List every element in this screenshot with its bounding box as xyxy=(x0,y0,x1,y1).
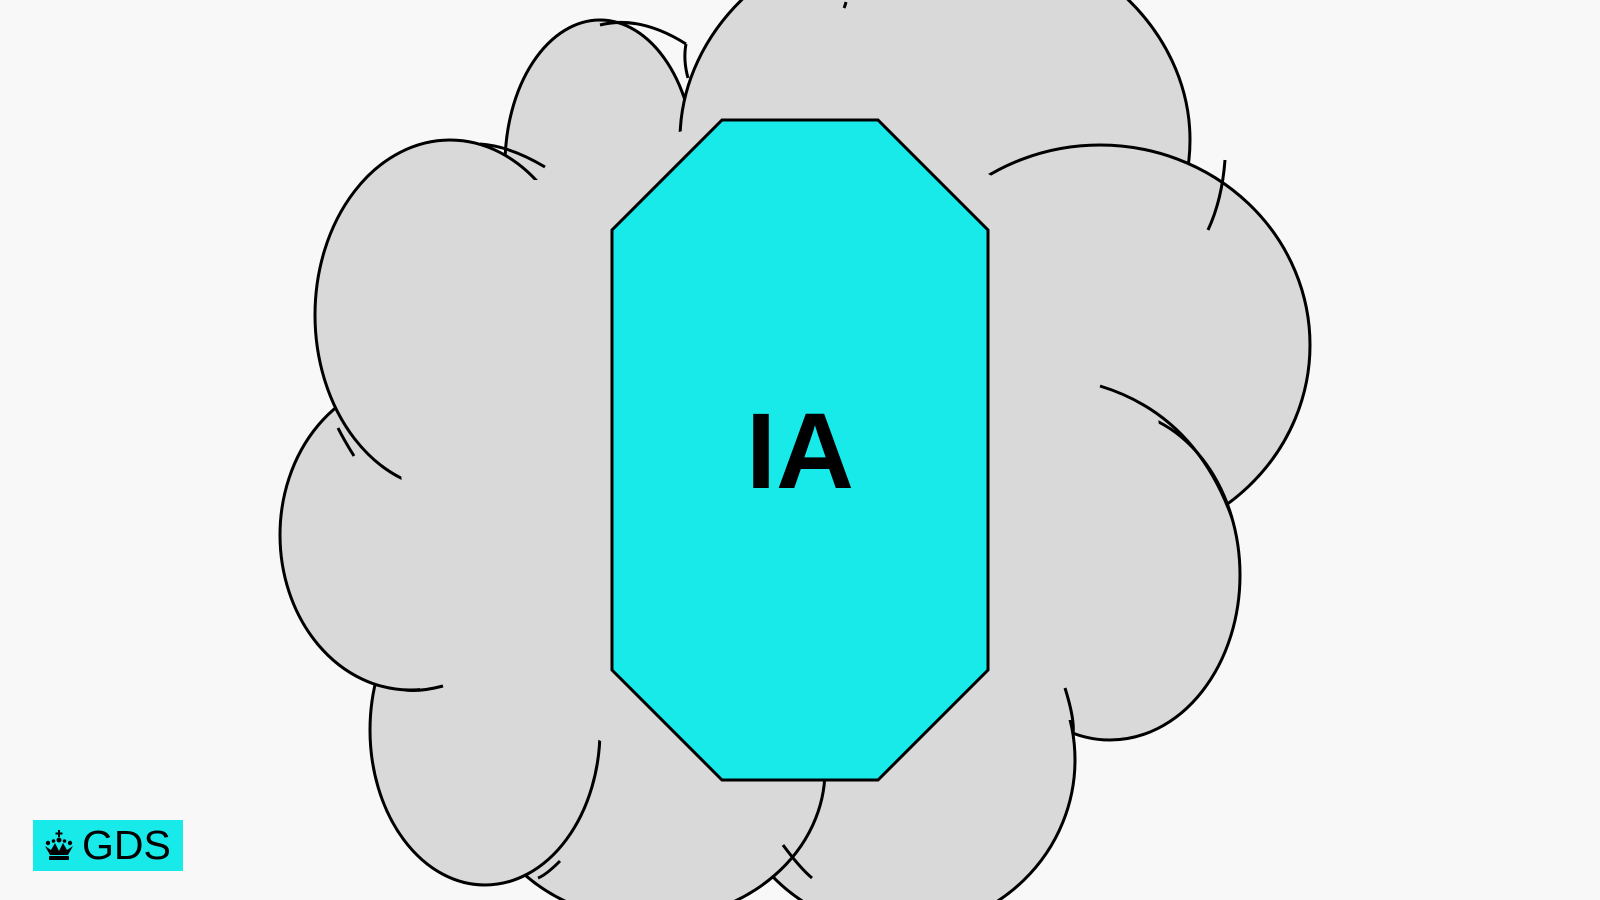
gds-logo: GDS xyxy=(33,820,183,871)
octagon-node xyxy=(610,118,990,782)
logo-text: GDS xyxy=(82,822,171,868)
cloud-arcs xyxy=(336,1,1234,880)
crown-icon xyxy=(45,829,73,860)
center-label: IA xyxy=(746,390,854,511)
